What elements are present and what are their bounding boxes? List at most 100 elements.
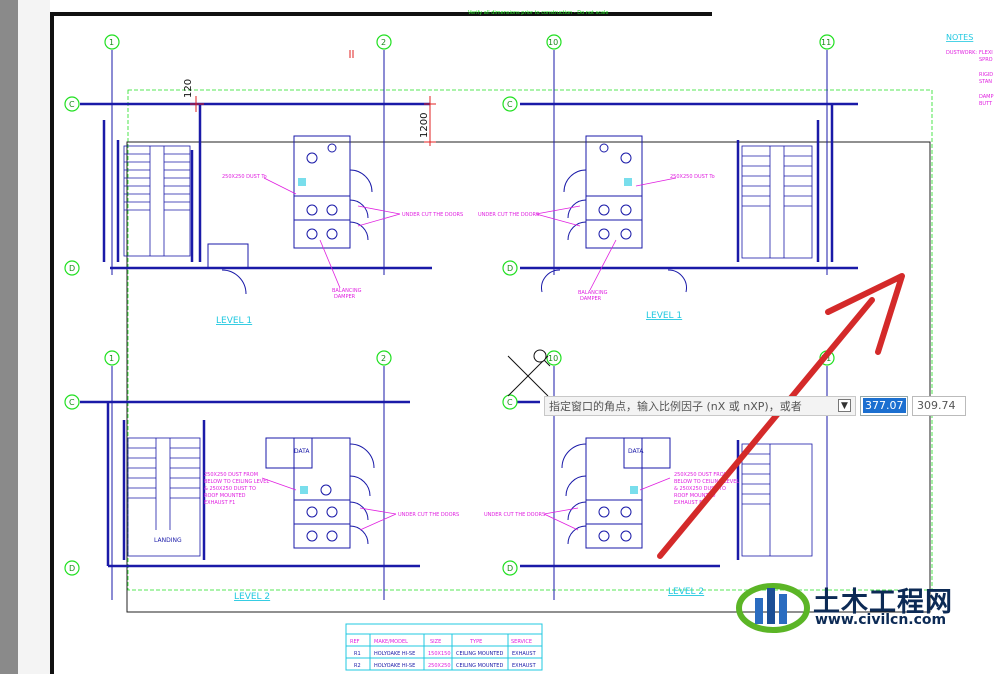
walls-level1-left [80,102,432,270]
grid-bubble-label: D [507,264,513,273]
schedule-cell: 150X150 [428,651,451,657]
schedule-header-ref: REF [350,639,360,645]
schedule-cell: CEILING MOUNTED [456,663,503,669]
schedule-header-service: SERVICE [511,639,532,645]
exhaust-right-line-3: & 250X250 DUST TO [674,486,726,492]
walls-level1-right [520,102,858,270]
layout-viewport [126,141,931,613]
schedule-cell: HOLYOAKE HI-SE [374,663,415,669]
grid-bubble-label: C [69,100,75,109]
red-arrow-icon [657,273,905,559]
watermark-logo: 土木工程网 www.civilcn.com [735,560,995,674]
stairs-level2-left [127,437,201,557]
crosshair-cursor-icon [507,349,551,397]
grid-bubble-label: D [69,564,75,573]
stairs-level2-right [741,443,813,557]
grid-bubble-label: 1 [109,38,114,47]
dimension-1200: 1200 [419,113,430,138]
schedule-cell: HOLYOAKE HI-SE [374,651,415,657]
schedule-cell: EXHAUST [512,663,537,669]
grid-bubble-label: 2 [381,354,386,363]
exhaust-left-line-1: 250X250 DUST FROM [204,472,258,478]
exhaust-right-line-1: 250X250 DUST FROM [674,472,728,478]
toilet-core-l1-left [293,135,373,249]
level-label-1-left: LEVEL 1 [216,316,252,326]
equipment-schedule: REF MAKE/MODEL SIZE TYPE SERVICE R1 HOLY… [345,623,543,671]
canvas-margin [18,0,50,674]
notes-line-1c: SPRO [979,57,993,63]
level-label-2-right: LEVEL 2 [668,587,704,597]
command-prompt-tooltip: 指定窗口的角点，输入比例因子 (nX 或 nXP)，或者 [544,396,856,416]
viewport-frame [127,89,933,591]
exhaust-left-line-3: & 250X250 DUST TO [204,486,256,492]
grid-bubble-label: C [507,100,513,109]
watermark-title: 土木工程网 [813,587,953,618]
undercut-note-1: UNDER CUT THE DOORS [402,212,463,218]
schedule-header-size: SIZE [430,639,441,645]
grid-bubble-label: 11 [821,38,831,47]
exhaust-note-left: 250X250 DUST FROM BELOW TO CEILING LEVEL… [204,472,269,506]
notes-line-2a: RIGID [979,72,993,78]
exhaust-right-line-4: ROOF MOUNTED [674,493,716,499]
grid-bubble-label: C [69,398,75,407]
grid-bubble-label: D [69,264,75,273]
undercut-note-2: UNDER CUT THE DOORS [478,212,539,218]
canvas-left-edge [0,0,18,674]
down-arrow-icon[interactable]: ▼ [838,399,851,412]
header-note: Verify all dimensions prior to construct… [468,10,608,16]
notes-line-2b: STAN [979,79,992,85]
balancing-note-1b: DAMPER [334,294,356,300]
toilet-core-l2-right [561,437,671,549]
duct-note-1: 250X250 DUST To [222,174,267,180]
walls-level2-left [80,400,420,568]
notes-line-3b: BUTT [979,101,993,107]
sheet-border-top [50,12,712,16]
schedule-cell: R2 [354,663,361,669]
grid-bubbles: 1 2 10 11 1 2 10 11 C D C D C D C D [64,34,835,576]
room-label-landing: LANDING [154,537,182,544]
notes-title: NOTES [946,33,973,42]
grid-bubble-label: 1 [109,354,114,363]
toilet-core-l2-left [265,437,375,549]
grid-lines [111,50,828,600]
balancing-note-2: BALANCING [578,290,608,296]
grid-bubble-label: C [507,398,513,407]
room-label-data-1: DATA [294,448,310,455]
stairs-level1-right [741,145,813,259]
grid-bubble-label: 10 [548,38,558,47]
duct-grilles [298,178,638,494]
exhaust-right-line-2: BELOW TO CEILING LEVEL [674,479,739,485]
duct-note-2: 250X250 DUST To [670,174,715,180]
grid-bubble-label: D [507,564,513,573]
exhaust-left-line-4: ROOF MOUNTED [204,493,246,499]
notes-line-1b: FLEXI [979,50,993,56]
sheet-border-left [50,12,54,674]
notes-line-1a: DUSTWORK: [946,50,977,56]
notes-line-3a: DAMP [979,94,994,100]
schedule-cell: CEILING MOUNTED [456,651,503,657]
schedule-cell: R1 [354,651,361,657]
watermark-url: www.civilcn.com [815,612,947,628]
dimension-marks [190,50,436,146]
undercut-note-4: UNDER CUT THE DOORS [484,512,545,518]
balancing-note-2b: DAMPER [580,296,602,302]
level-label-1-right: LEVEL 1 [646,311,682,321]
exhaust-left-line-2: BELOW TO CEILING LEVEL [204,479,269,485]
grid-bubble-label: 10 [548,354,558,363]
exhaust-left-line-5: EXHAUST F1 [204,500,235,506]
room-label-data-2: DATA [628,448,644,455]
duct-leaders [261,177,677,531]
toilet-core-l1-right [563,135,643,249]
schedule-cell: EXHAUST [512,651,537,657]
dimension-120: 120 [183,79,194,98]
level-label-2-left: LEVEL 2 [234,592,270,602]
x-coordinate-input[interactable]: 377.07 [860,396,908,416]
balancing-note-1: BALANCING [332,288,362,294]
undercut-note-3: UNDER CUT THE DOORS [398,512,459,518]
doors [207,243,687,295]
y-coordinate-input[interactable]: 309.74 [912,396,966,416]
schedule-cell: 250X250 [428,663,451,669]
schedule-header-model: MAKE/MODEL [374,639,408,645]
x-coordinate-value: 377.07 [863,398,906,413]
